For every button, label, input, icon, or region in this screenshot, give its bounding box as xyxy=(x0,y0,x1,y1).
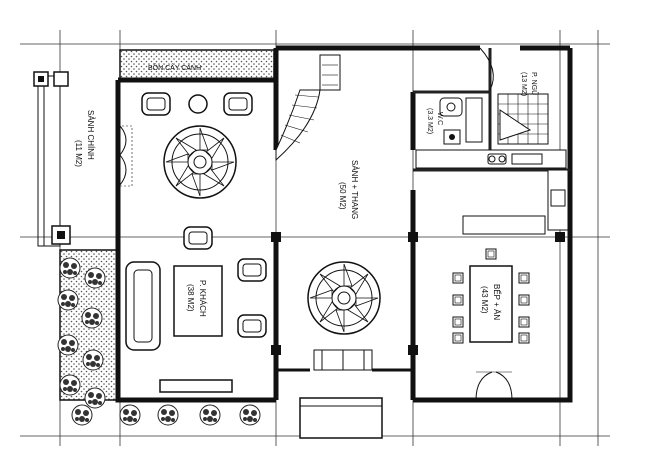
planter-label: BỒN CÂY CẢNH xyxy=(148,62,201,72)
kitchen-counter xyxy=(415,149,569,235)
medallion-rug-living xyxy=(163,125,237,199)
staircase xyxy=(275,54,341,162)
hall-area: (11 M2) xyxy=(74,140,83,167)
lobby-area: (50 M2) xyxy=(338,182,347,210)
kitchen-door xyxy=(475,371,513,401)
porch xyxy=(33,71,71,247)
wc-area: (3.3 M2) xyxy=(426,108,433,134)
lobby-entrance-door xyxy=(313,349,373,371)
dining-set xyxy=(452,248,530,344)
living-area: (38 M2) xyxy=(186,284,195,312)
medallion-rug-lobby xyxy=(307,261,381,335)
columns xyxy=(271,232,565,355)
kitchen-name: BẾP + ĂN xyxy=(492,284,502,320)
kitchen-area: (43 M2) xyxy=(480,286,489,314)
bedroom-name: P. NGỦ xyxy=(530,72,539,95)
wc-name: W.C xyxy=(436,112,443,125)
bedroom-fixtures xyxy=(479,47,549,145)
hall-name: SẢNH CHÍNH xyxy=(86,110,95,160)
wc-fixtures xyxy=(439,97,483,145)
walls xyxy=(115,45,573,439)
bedroom-area: (13 M2) xyxy=(520,72,527,96)
lobby-name: SẢNH + THANG xyxy=(350,160,359,219)
living-name: P. KHÁCH xyxy=(198,280,207,317)
living-furniture xyxy=(117,92,267,393)
